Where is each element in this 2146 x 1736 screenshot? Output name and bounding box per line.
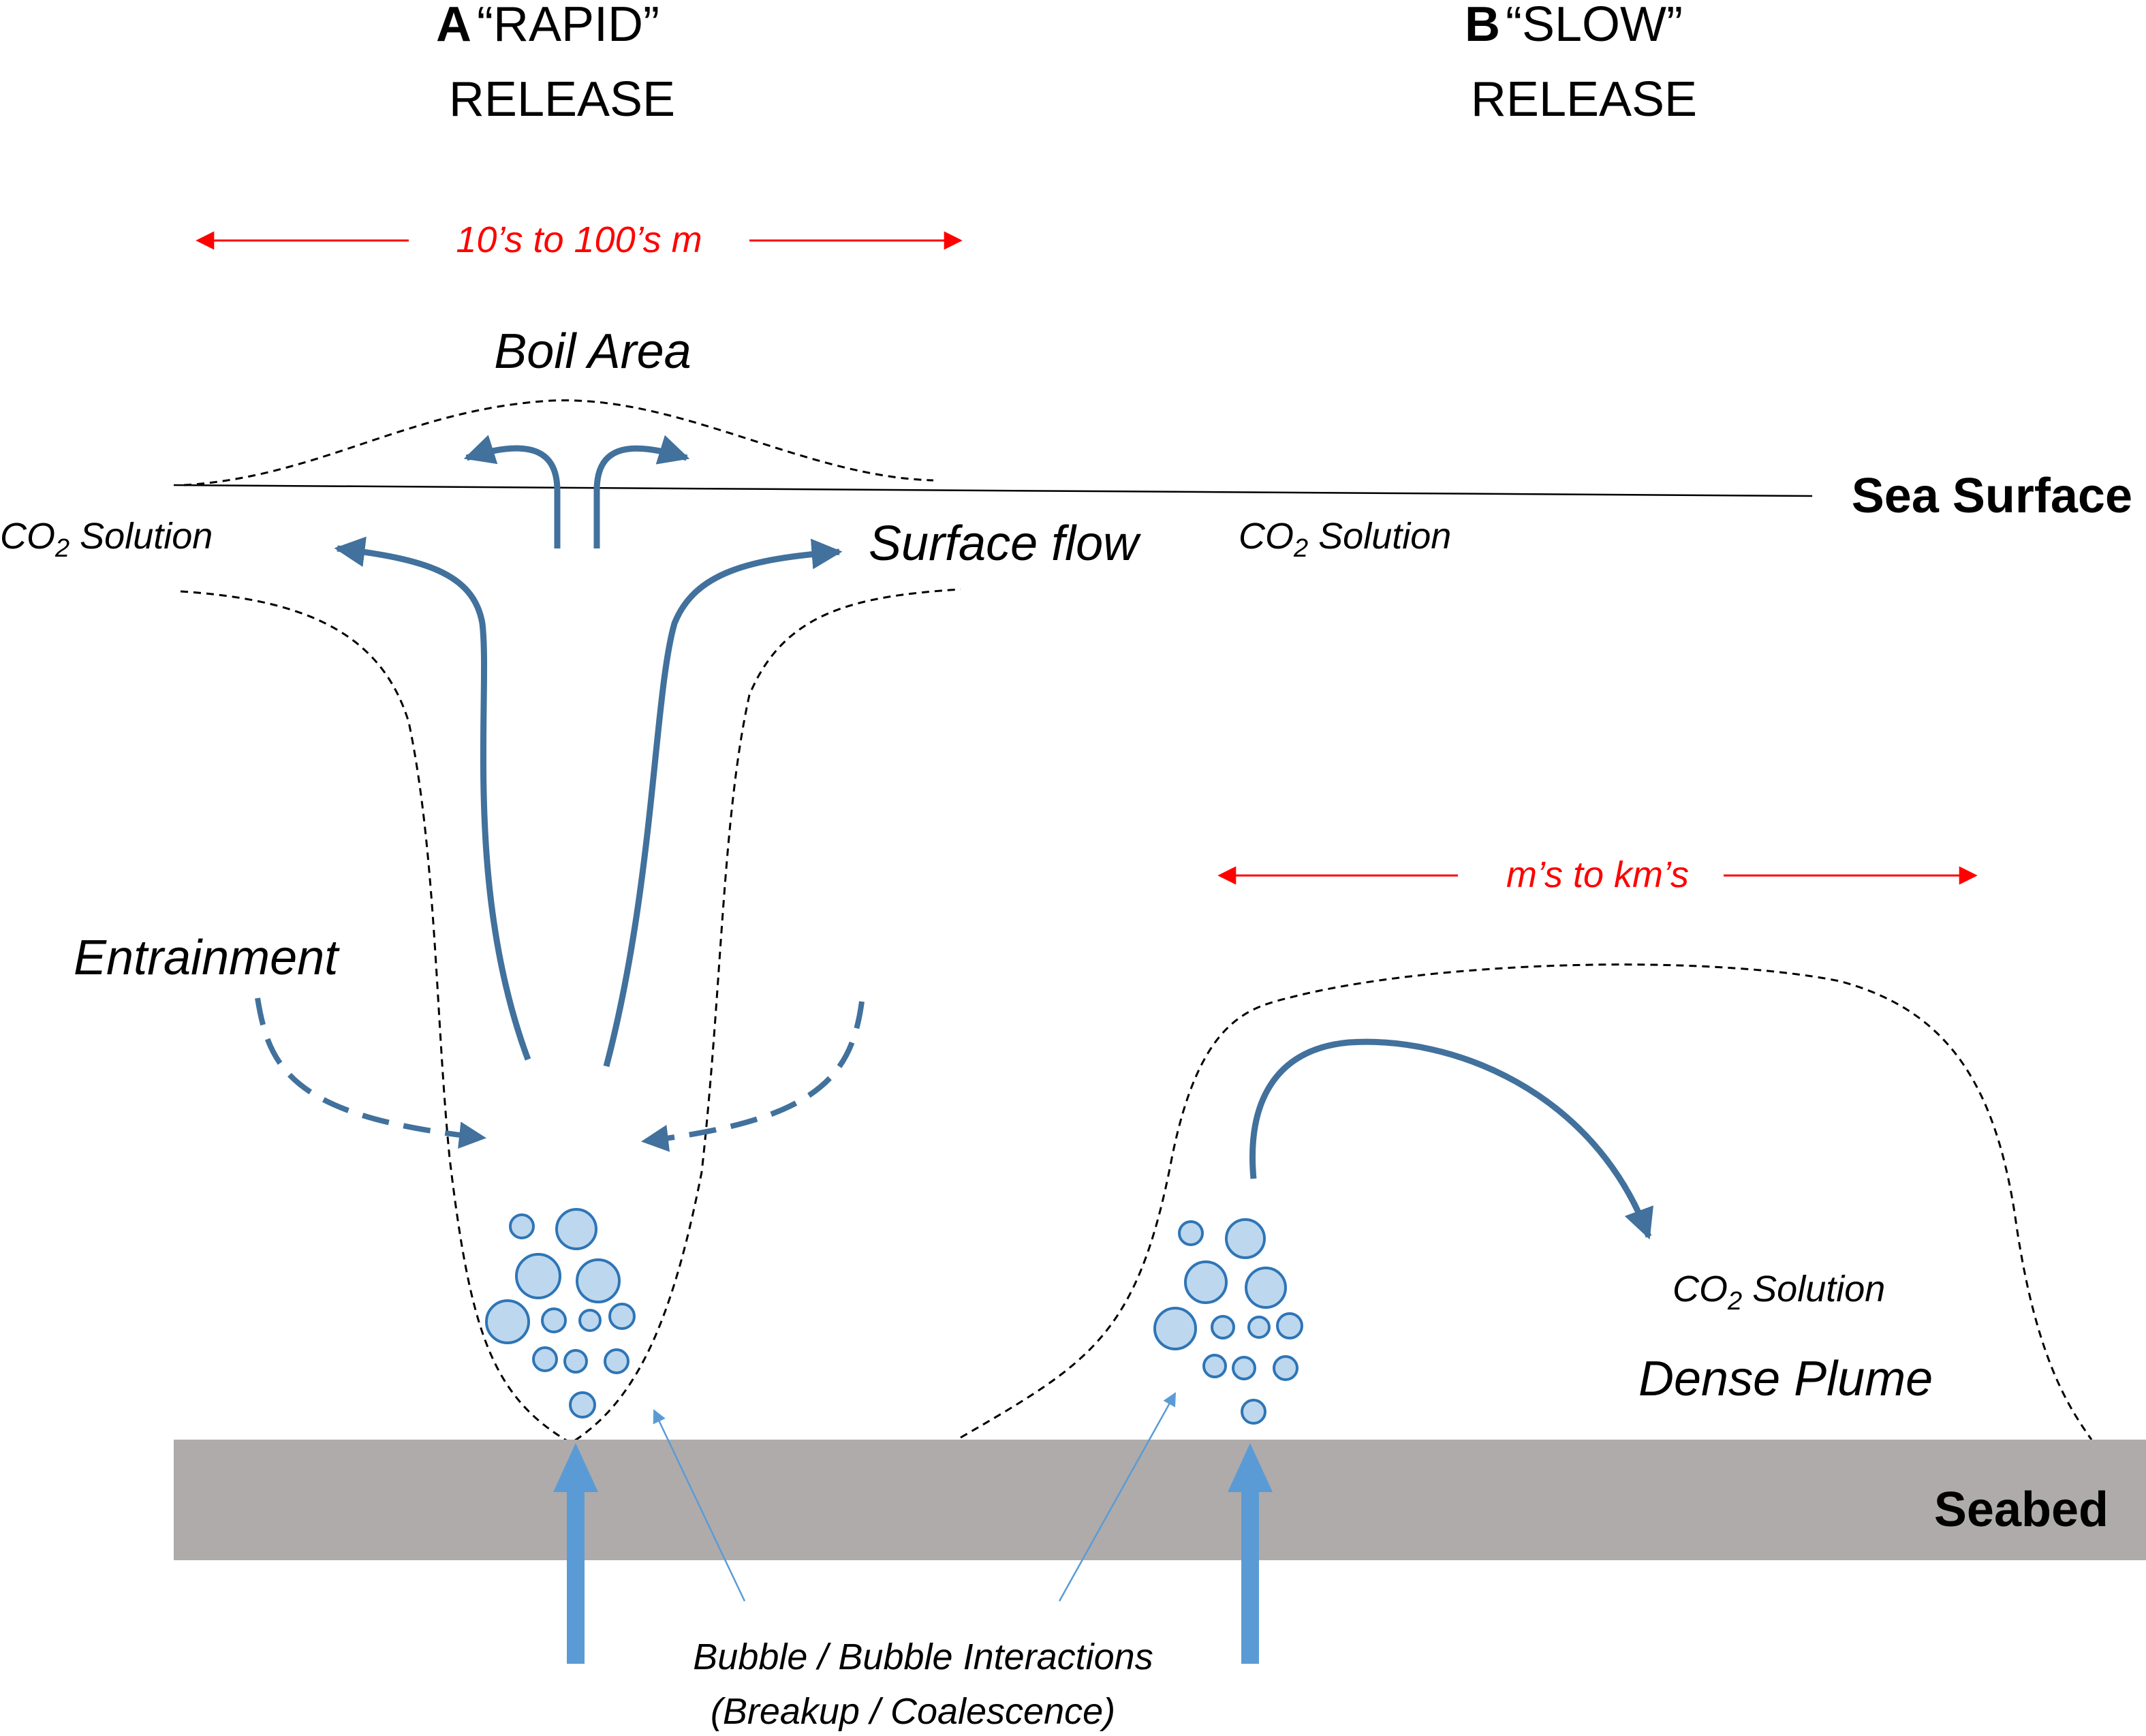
entrainment-flow-left (255, 997, 486, 1149)
bubble (1241, 1399, 1266, 1425)
bubble (1232, 1356, 1256, 1380)
sea-surface-line (173, 484, 1813, 497)
boil-flow-left (463, 435, 561, 548)
dense-plume-flow (1249, 1038, 1653, 1240)
panel-a-title-line2: RELEASE (449, 72, 675, 127)
bubble-interactions-line1: Bubble / Bubble Interactions (693, 1637, 1153, 1677)
surface-flow-label: Surface flow (869, 516, 1141, 571)
bubble (1178, 1220, 1204, 1246)
panel-a-letter: A (436, 0, 471, 52)
panel-b-title: B “SLOW” RELEASE (1465, 0, 1697, 127)
bubble (1245, 1267, 1287, 1309)
bubble (485, 1299, 530, 1344)
seabed-label: Seabed (1934, 1483, 2109, 1537)
panel-b-title-line2: RELEASE (1471, 72, 1697, 127)
panel-b-letter: B (1465, 0, 1500, 52)
panel-b-scale: m’s to km’s (1217, 854, 1978, 895)
bubble (1247, 1316, 1271, 1339)
panel-b-title-line1: “SLOW” (1506, 0, 1683, 52)
bubble (1202, 1354, 1227, 1378)
boil-flow-right (593, 435, 690, 548)
bubble (578, 1309, 602, 1332)
panel-a-title-line1: “RAPID” (477, 0, 659, 52)
panel-a-bubbles (485, 1208, 636, 1419)
co2-solution-label-a: CO2 Solution (0, 516, 213, 563)
bubble-pointer-right (1058, 1392, 1177, 1602)
rising-flow-right (603, 538, 843, 1068)
release-arrow-a (553, 1443, 598, 1664)
bubble (541, 1307, 567, 1333)
bubble (532, 1346, 558, 1372)
bubble-pointer-left (653, 1409, 746, 1602)
bubble (608, 1303, 636, 1330)
bubble (1184, 1260, 1228, 1304)
dense-plume-label: Dense Plume (1638, 1352, 1933, 1406)
bubble (563, 1349, 588, 1374)
panel-a-title: A “RAPID” RELEASE (436, 0, 675, 127)
panel-a-scale: 10’s to 100’s m (196, 219, 963, 260)
panel-b-bubbles (1153, 1218, 1303, 1425)
sea-surface-label: Sea Surface (1852, 469, 2132, 523)
bubble (1225, 1218, 1266, 1259)
bubble (576, 1258, 621, 1303)
co2-solution-label-b: CO2 Solution (1239, 516, 1451, 563)
bubble (1276, 1312, 1303, 1339)
rising-flow-left (334, 536, 531, 1061)
plume-co2-solution-label: CO2 Solution (1673, 1269, 1885, 1316)
bubble (569, 1391, 596, 1419)
bubble (515, 1253, 561, 1299)
panel-a-scale-label: 10’s to 100’s m (456, 219, 702, 260)
bubble (1273, 1355, 1299, 1381)
entrainment-label: Entrainment (74, 931, 340, 985)
boil-area-label: Boil Area (494, 324, 691, 379)
bubble (1211, 1315, 1235, 1339)
release-arrow-b (1228, 1443, 1273, 1664)
entrainment-flow-right (641, 1001, 865, 1152)
bubble (509, 1213, 535, 1239)
bubble (555, 1208, 597, 1250)
bubble (1153, 1307, 1197, 1350)
bubble-interactions-line2: (Breakup / Coalescence) (711, 1691, 1115, 1732)
boil-area-outline (183, 399, 934, 486)
panel-a-plume-outline (180, 588, 961, 1444)
panel-b-scale-label: m’s to km’s (1506, 854, 1689, 895)
bubble (604, 1348, 629, 1374)
seabed-band (174, 1440, 2146, 1560)
